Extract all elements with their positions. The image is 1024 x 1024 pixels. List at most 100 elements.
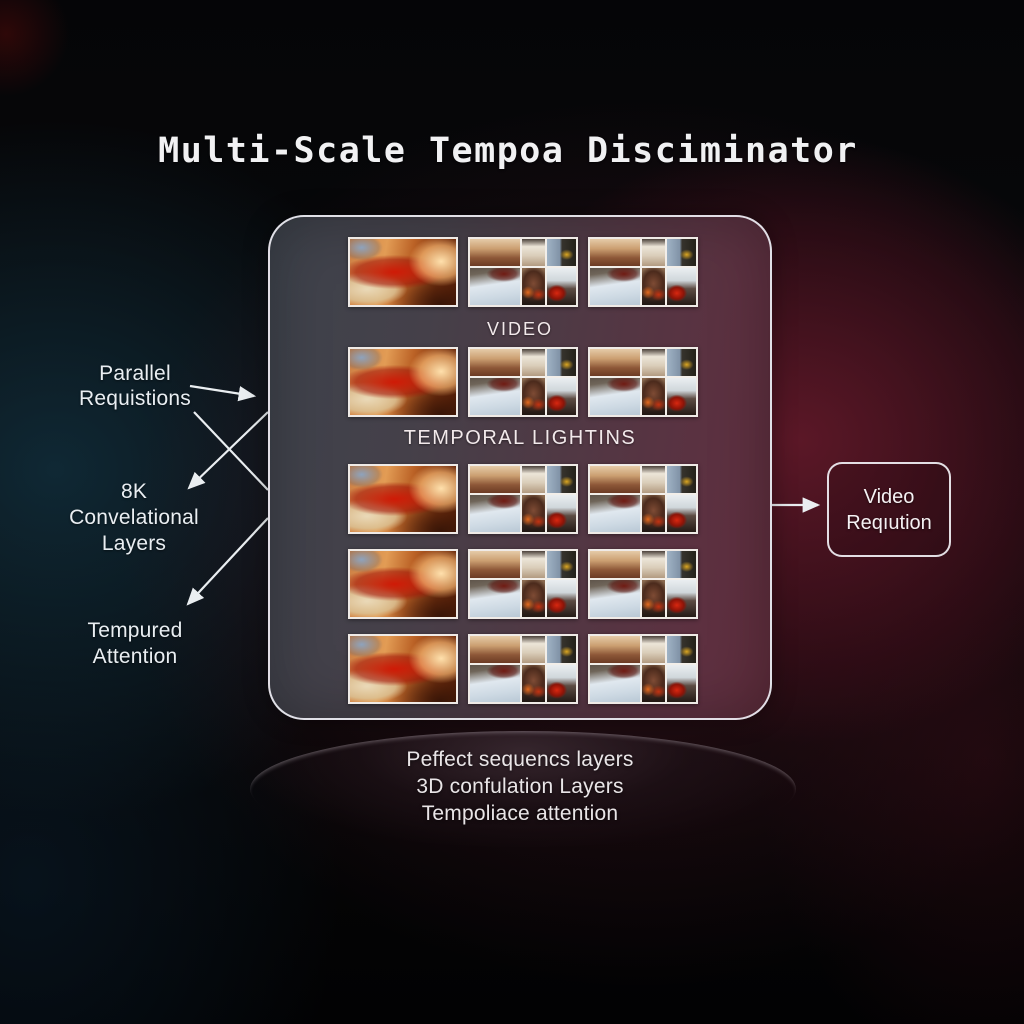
sub-frame xyxy=(642,665,666,702)
video-frame-grid xyxy=(588,464,698,534)
sub-frame xyxy=(590,349,640,377)
sub-frame xyxy=(470,665,520,702)
sub-frame xyxy=(590,551,640,579)
sub-frame xyxy=(642,268,666,305)
video-frame-grid xyxy=(468,634,578,704)
sub-frame xyxy=(522,580,546,617)
sub-frame xyxy=(547,580,576,617)
label-line: Convelational xyxy=(69,506,199,529)
label-8k-convelational-layers: 8K Convelational Layers xyxy=(28,479,240,557)
sub-frame xyxy=(590,239,640,267)
sub-frame xyxy=(667,268,696,305)
video-frame-grid xyxy=(588,347,698,417)
sub-frame xyxy=(642,466,666,494)
video-label: VIDEO xyxy=(486,319,553,339)
sub-frame xyxy=(667,580,696,617)
sub-frame xyxy=(590,580,640,617)
sub-frame xyxy=(470,580,520,617)
sub-frame xyxy=(642,580,666,617)
sub-frame xyxy=(547,349,576,377)
sub-frame xyxy=(547,378,576,415)
video-frame-grid xyxy=(468,549,578,619)
sub-frame xyxy=(470,349,520,377)
label-line: 8K xyxy=(120,480,148,503)
sub-frame xyxy=(522,239,546,267)
label-line: Parallel xyxy=(99,362,171,385)
video-frame-single xyxy=(348,237,458,307)
sub-frame xyxy=(547,466,576,494)
sub-frame xyxy=(667,495,696,532)
sub-frame xyxy=(590,466,640,494)
sub-frame xyxy=(590,636,640,664)
video-frame-grid xyxy=(468,464,578,534)
sub-frame xyxy=(547,636,576,664)
label-line: Layers xyxy=(101,532,167,555)
video-frame-grid xyxy=(588,549,698,619)
video-frame-single xyxy=(348,549,458,619)
footer-line: Tempoliace attention xyxy=(421,802,619,825)
sub-frame xyxy=(547,268,576,305)
page-title: Multi-Scale Tempoa Disciminator xyxy=(158,131,858,171)
sub-frame xyxy=(522,466,546,494)
sub-frame xyxy=(522,551,546,579)
footer-line: Peffect sequencs layers xyxy=(406,748,634,771)
sub-frame xyxy=(470,378,520,415)
sub-frame xyxy=(667,378,696,415)
sub-frame xyxy=(522,636,546,664)
label-tempured-attention: Tempured Attention xyxy=(28,618,242,670)
label-parallel-requstions: Parallel Requistions xyxy=(28,361,242,411)
sub-frame xyxy=(522,495,546,532)
sub-frame xyxy=(590,495,640,532)
video-frame-grid xyxy=(468,347,578,417)
label-line: Requistions xyxy=(79,387,191,410)
sub-frame xyxy=(667,239,696,267)
label-line: Attention xyxy=(92,645,178,668)
frame-row xyxy=(348,634,698,704)
sub-frame xyxy=(547,551,576,579)
sub-frame xyxy=(470,268,520,305)
frame-row xyxy=(348,347,698,417)
sub-frame xyxy=(470,466,520,494)
sub-frame xyxy=(642,239,666,267)
sub-frame xyxy=(590,268,640,305)
video-frame-grid xyxy=(588,634,698,704)
sub-frame xyxy=(667,636,696,664)
sub-frame xyxy=(642,495,666,532)
sub-frame xyxy=(642,636,666,664)
arrow-panel-to-8k xyxy=(187,411,269,490)
sub-frame xyxy=(470,551,520,579)
sub-frame xyxy=(470,495,520,532)
sub-frame xyxy=(547,239,576,267)
output-box-line: Video xyxy=(863,485,915,508)
frame-row xyxy=(348,549,698,619)
sub-frame xyxy=(522,378,546,415)
sub-frame xyxy=(522,665,546,702)
frame-row xyxy=(348,237,698,307)
pedestal-shadow xyxy=(250,731,796,847)
video-frame-single xyxy=(348,464,458,534)
video-frame-grid xyxy=(588,237,698,307)
sub-frame xyxy=(642,551,666,579)
output-box-line: Reqıution xyxy=(846,511,932,534)
video-frame-single xyxy=(348,347,458,417)
discriminator-panel: VIDEO TEMPORAL LIGHTINS xyxy=(268,215,772,720)
sub-frame xyxy=(522,349,546,377)
video-frame-single xyxy=(348,634,458,704)
sub-frame xyxy=(547,665,576,702)
sub-frame xyxy=(667,665,696,702)
sub-frame xyxy=(667,466,696,494)
temporal-lightins-label: TEMPORAL LIGHTINS xyxy=(403,427,637,449)
footer-notes: Peffect sequencs layers 3D confulation L… xyxy=(260,746,780,827)
video-reqution-box: Video Reqıution xyxy=(827,462,951,557)
sub-frame xyxy=(522,268,546,305)
sub-frame xyxy=(547,495,576,532)
sub-frame xyxy=(642,378,666,415)
frame-row xyxy=(348,464,698,534)
label-line: Tempured xyxy=(87,619,183,642)
sub-frame xyxy=(470,239,520,267)
footer-line: 3D confulation Layers xyxy=(416,775,624,798)
sub-frame xyxy=(590,378,640,415)
sub-frame xyxy=(642,349,666,377)
sub-frame xyxy=(590,665,640,702)
sub-frame xyxy=(667,551,696,579)
